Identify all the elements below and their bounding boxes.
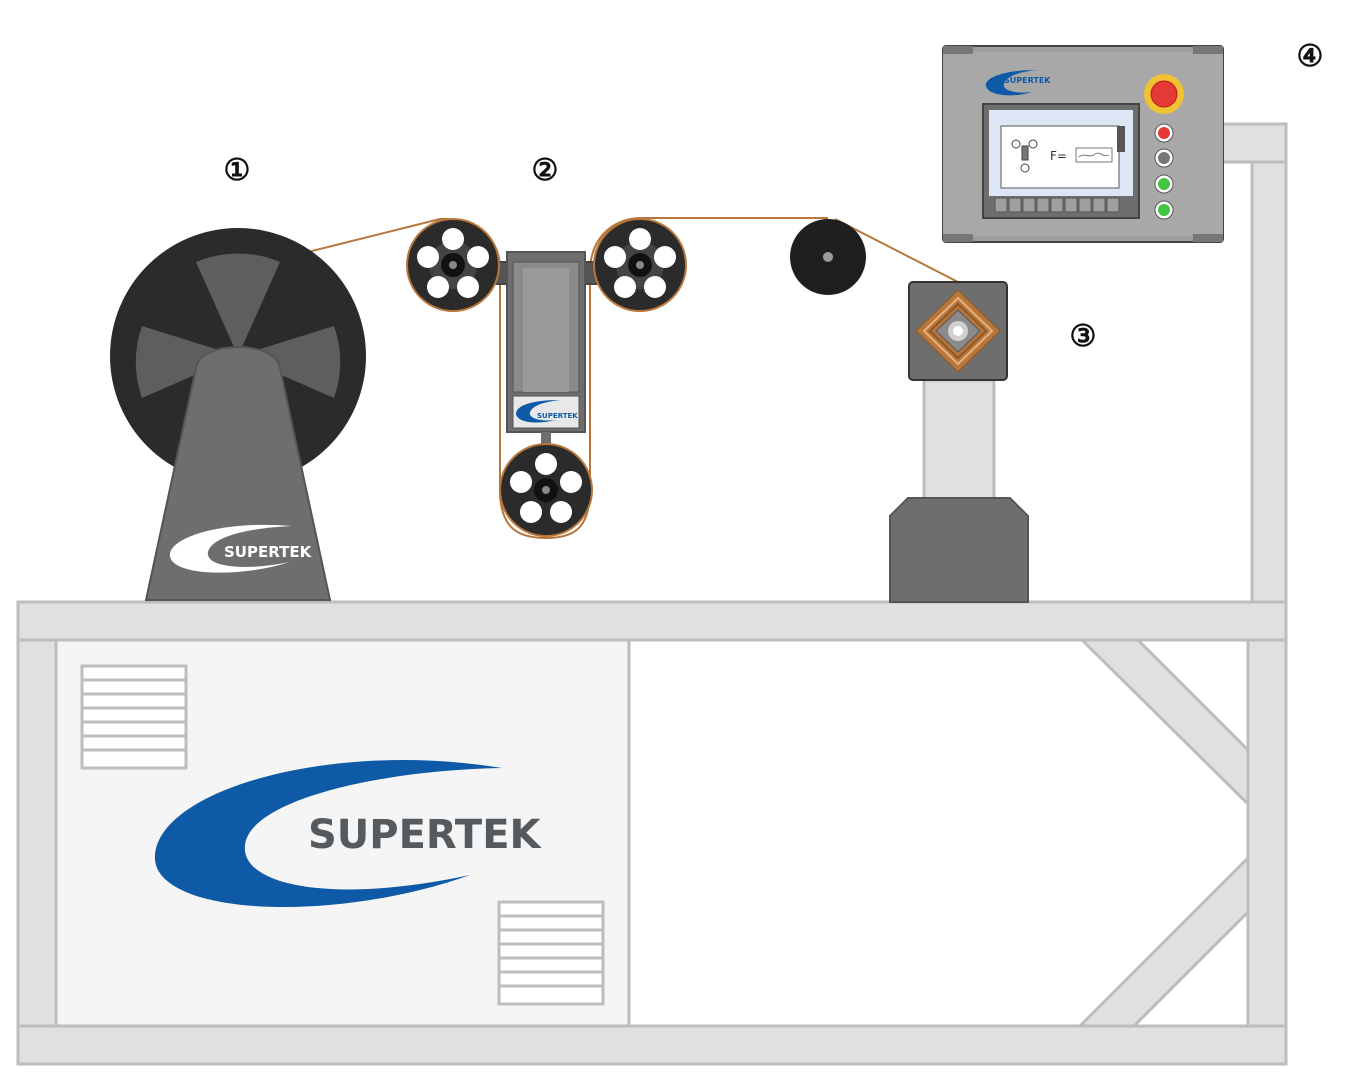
hmi-force-readout: F=	[1050, 149, 1067, 163]
vent-grille-right	[497, 900, 605, 1006]
indicator-lamp-green-1[interactable]	[1154, 174, 1174, 194]
electrical-cabinet: SUPERTEK	[54, 638, 631, 1028]
tensioner-unit: SUPERTEK	[406, 218, 687, 537]
emergency-stop-button[interactable]	[1144, 74, 1184, 114]
panel-logo-text: SUPERTEK	[1004, 76, 1051, 85]
indicator-lamp-gray[interactable]	[1154, 148, 1174, 168]
machine-frame	[16, 122, 1288, 1066]
vent-grille-left	[80, 664, 188, 770]
hmi-trend-graph	[1075, 147, 1113, 163]
indicator-lamp-red[interactable]	[1154, 123, 1174, 143]
pulley-right	[593, 218, 687, 312]
tensioner-logo-text: SUPERTEK	[537, 412, 578, 420]
hmi-screen[interactable]: F=	[982, 103, 1140, 219]
tensioner-logo: SUPERTEK	[516, 400, 578, 423]
pulley-left	[406, 218, 500, 312]
label-station-3: ③	[1070, 319, 1097, 354]
hmi-softkeys	[994, 197, 1120, 213]
label-station-1: ①	[224, 153, 251, 188]
cabinet-logo-text: SUPERTEK	[308, 812, 543, 858]
guide-roller	[790, 219, 866, 295]
spool-stand-logo-text: SUPERTEK	[224, 543, 313, 561]
panel-logo: SUPERTEK	[985, 70, 1051, 96]
winding-station	[889, 281, 1029, 603]
spool-stand-logo: SUPERTEK	[169, 524, 313, 573]
coil-bobbin	[915, 289, 1001, 373]
label-station-2: ②	[532, 153, 559, 188]
indicator-lamp-green-2[interactable]	[1154, 200, 1174, 220]
hmi-tensioner-icon	[1011, 139, 1038, 173]
control-panel: SUPERTEK F=	[942, 45, 1224, 243]
label-station-4: ④	[1297, 39, 1324, 74]
pulley-bottom	[499, 443, 593, 537]
payoff-spool: SUPERTEK	[110, 228, 366, 601]
cabinet-logo: SUPERTEK	[154, 760, 543, 908]
